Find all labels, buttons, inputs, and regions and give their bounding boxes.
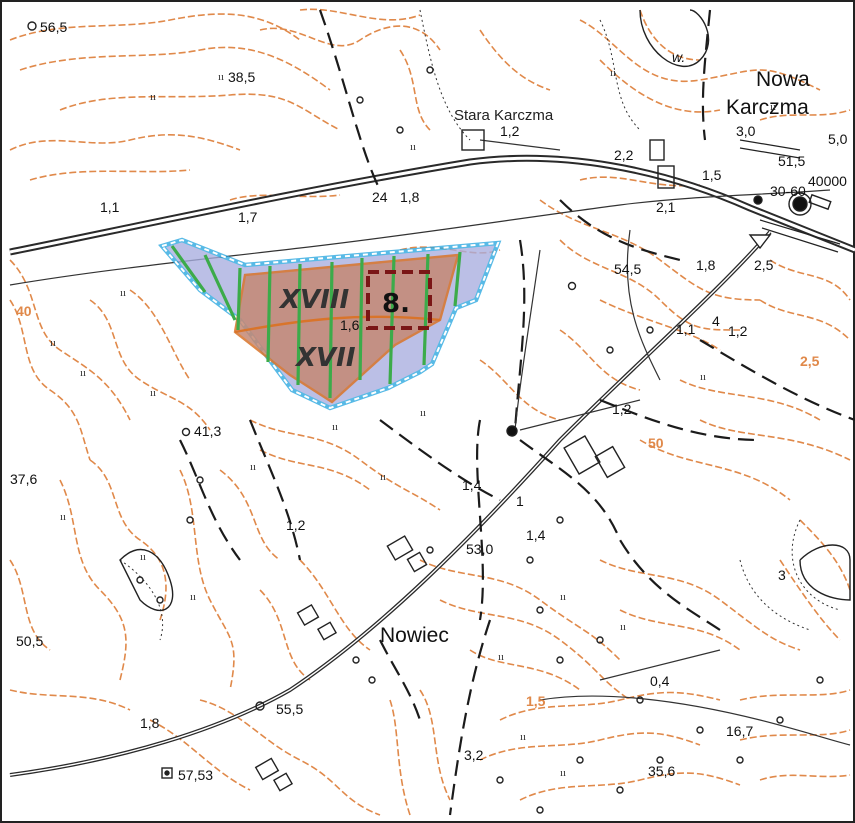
map-label: 1,1 [100,199,120,215]
map-label: 16,7 [726,723,753,739]
map-label: 1,2 [612,401,632,417]
svg-text:ıı: ıı [332,421,338,433]
roads [9,154,855,777]
elevation-label: 53,0 [466,541,493,557]
elevation-label: 35,6 [648,763,675,779]
map-label: 3 [778,567,786,583]
map-label: 2,2 [614,147,634,163]
map-label: 1,2 [728,323,748,339]
place-names: Nowa Karczma Stara Karczma Nowiec [380,68,810,647]
map-label: w. [672,49,685,65]
map-label: 2,1 [656,199,676,215]
contour-values: 40 50 2,5 1,5 [16,303,820,709]
contour-label-2-5: 2,5 [800,353,820,369]
study-area [158,237,502,411]
map-label: 1,2 [500,123,520,139]
svg-text:ıı: ıı [520,731,526,743]
zone-label-xviii: XVIII [278,285,350,315]
svg-text:ıı: ıı [150,387,156,399]
elevation-label: 54,5 [614,261,641,277]
elevation-label: 38,5 [228,69,255,85]
svg-text:ıı: ıı [50,337,56,349]
map-label: 1,1 [676,321,696,337]
map-label: 40000 [808,173,847,189]
svg-text:ıı: ıı [218,71,224,83]
map-label: 1,4 [462,477,482,493]
svg-text:ıı: ıı [120,287,126,299]
water-lines [119,9,841,641]
map-label: 1,6 [340,317,360,333]
svg-text:ıı: ıı [770,101,776,113]
elevation-label: 41,3 [194,423,221,439]
svg-text:ıı: ıı [420,407,426,419]
map-label: 30-60 [770,183,806,199]
elevation-label: 56,5 [40,19,67,35]
place-name-karczma: Karczma [726,96,809,119]
svg-text:ıı: ıı [60,511,66,523]
map-label: 2,5 [754,257,774,273]
place-name-nowiec: Nowiec [380,624,449,647]
svg-text:ıı: ıı [620,621,626,633]
elevation-label: 37,6 [10,471,37,487]
thin-tracks [9,139,851,746]
contour-label-40: 40 [16,303,32,319]
map-label: 51,5 [778,153,805,169]
dashed-tracks [179,9,855,816]
vegetation-marks: ıı ıı ıı ıı ıı ıı ıı ıı ıı ıı ıı ıı ıı ı… [50,67,776,779]
map-label: 0,4 [650,673,670,689]
zone-labels: XVIII XVII 8. [278,285,410,373]
map-label: 3,0 [736,123,756,139]
elevation-label: 50,5 [16,633,43,649]
place-name-nowa: Nowa [756,68,810,91]
svg-text:ıı: ıı [560,767,566,779]
map-label: 1 [516,493,524,509]
map-label: 5,0 [828,131,848,147]
elevation-label: 57,53 [178,767,213,783]
map-label: 24 [372,189,388,205]
zone-label-xvii: XVII [294,343,356,373]
svg-text:ıı: ıı [700,371,706,383]
map-label: 1,8 [696,257,716,273]
map-label: 1,5 [702,167,722,183]
place-name-stara-karczma: Stara Karczma [454,107,554,124]
elevation-label: 55,5 [276,701,303,717]
map-labels: 56,5 38,5 1,2 1,1 1,7 24 1,8 2,2 1,5 3,0… [10,19,848,783]
svg-text:ıı: ıı [380,471,386,483]
svg-text:ıı: ıı [190,591,196,603]
map-label: 1,8 [400,189,420,205]
map-symbols [27,9,851,814]
map-label: 1,7 [238,209,258,225]
svg-text:ıı: ıı [140,551,146,563]
map-label: 1,4 [526,527,546,543]
map-label: 1,2 [286,517,306,533]
site-8-marker[interactable] [366,270,432,330]
svg-text:ıı: ıı [250,461,256,473]
svg-text:ıı: ıı [80,367,86,379]
svg-text:ıı: ıı [410,141,416,153]
svg-text:ıı: ıı [150,91,156,103]
svg-text:ıı: ıı [498,651,504,663]
map-label: 4 [712,313,720,329]
map-label: 1,8 [140,715,160,731]
svg-text:ıı: ıı [610,67,616,79]
site-number-label: 8. [382,289,410,319]
map-label: 3,2 [464,747,484,763]
contour-label-50: 50 [648,435,664,451]
contour-label-1-5: 1,5 [526,693,546,709]
svg-text:ıı: ıı [560,591,566,603]
